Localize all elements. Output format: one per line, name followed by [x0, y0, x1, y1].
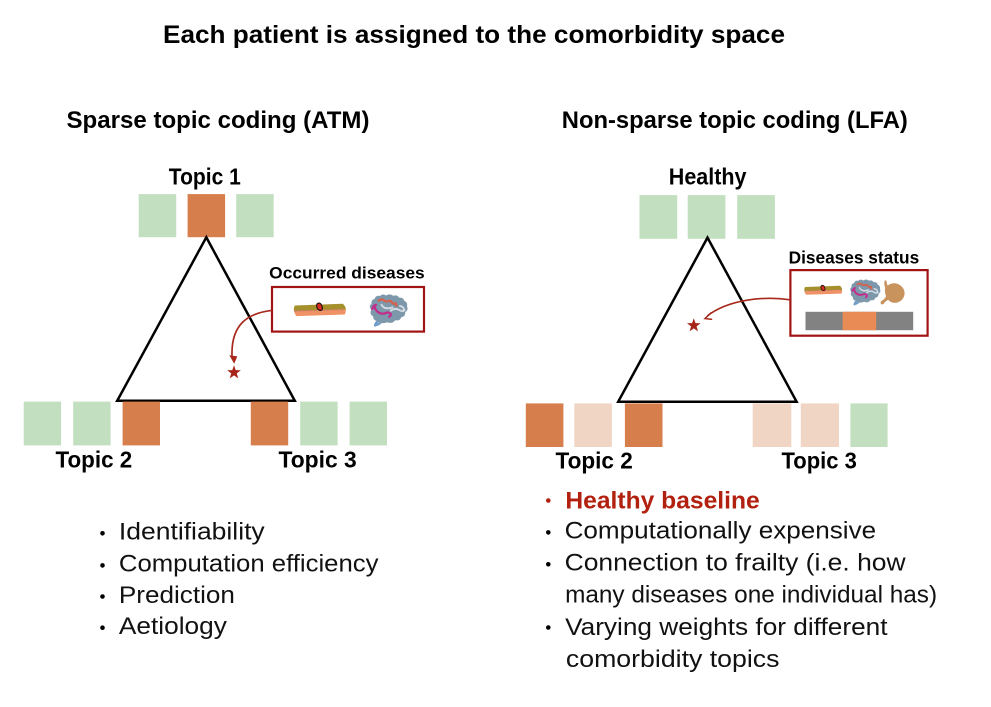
svg-text:Each patient is assigned to th: Each patient is assigned to the comorbid… — [163, 21, 785, 49]
svg-text:Healthy: Healthy — [669, 164, 747, 190]
svg-text:Computationally expensive: Computationally expensive — [565, 518, 877, 545]
svg-text:Prediction: Prediction — [119, 582, 235, 609]
svg-text:Occurred diseases: Occurred diseases — [269, 263, 425, 282]
svg-text:Sparse topic coding (ATM): Sparse topic coding (ATM) — [67, 107, 370, 134]
svg-text:Topic 2: Topic 2 — [556, 448, 633, 474]
svg-text:Aetiology: Aetiology — [119, 613, 227, 640]
svg-text:many diseases one individual h: many diseases one individual has) — [565, 582, 937, 609]
svg-text:comorbidity topics: comorbidity topics — [566, 646, 780, 673]
svg-text:Topic 3: Topic 3 — [782, 448, 857, 474]
svg-text:Non-sparse topic coding (LFA): Non-sparse topic coding (LFA) — [562, 107, 908, 134]
svg-text:Computation efficiency: Computation efficiency — [119, 550, 379, 577]
svg-text:Topic 2: Topic 2 — [56, 447, 133, 473]
svg-text:Healthy baseline: Healthy baseline — [565, 487, 759, 514]
svg-text:Varying weights for different: Varying weights for different — [565, 614, 888, 641]
svg-text:Connection to frailty (i.e. ho: Connection to frailty (i.e. how — [565, 550, 907, 577]
svg-text:Identifiability: Identifiability — [119, 519, 265, 546]
svg-text:Topic 1: Topic 1 — [169, 164, 241, 190]
svg-text:Topic 3: Topic 3 — [279, 447, 357, 473]
svg-text:Diseases status: Diseases status — [789, 248, 920, 268]
